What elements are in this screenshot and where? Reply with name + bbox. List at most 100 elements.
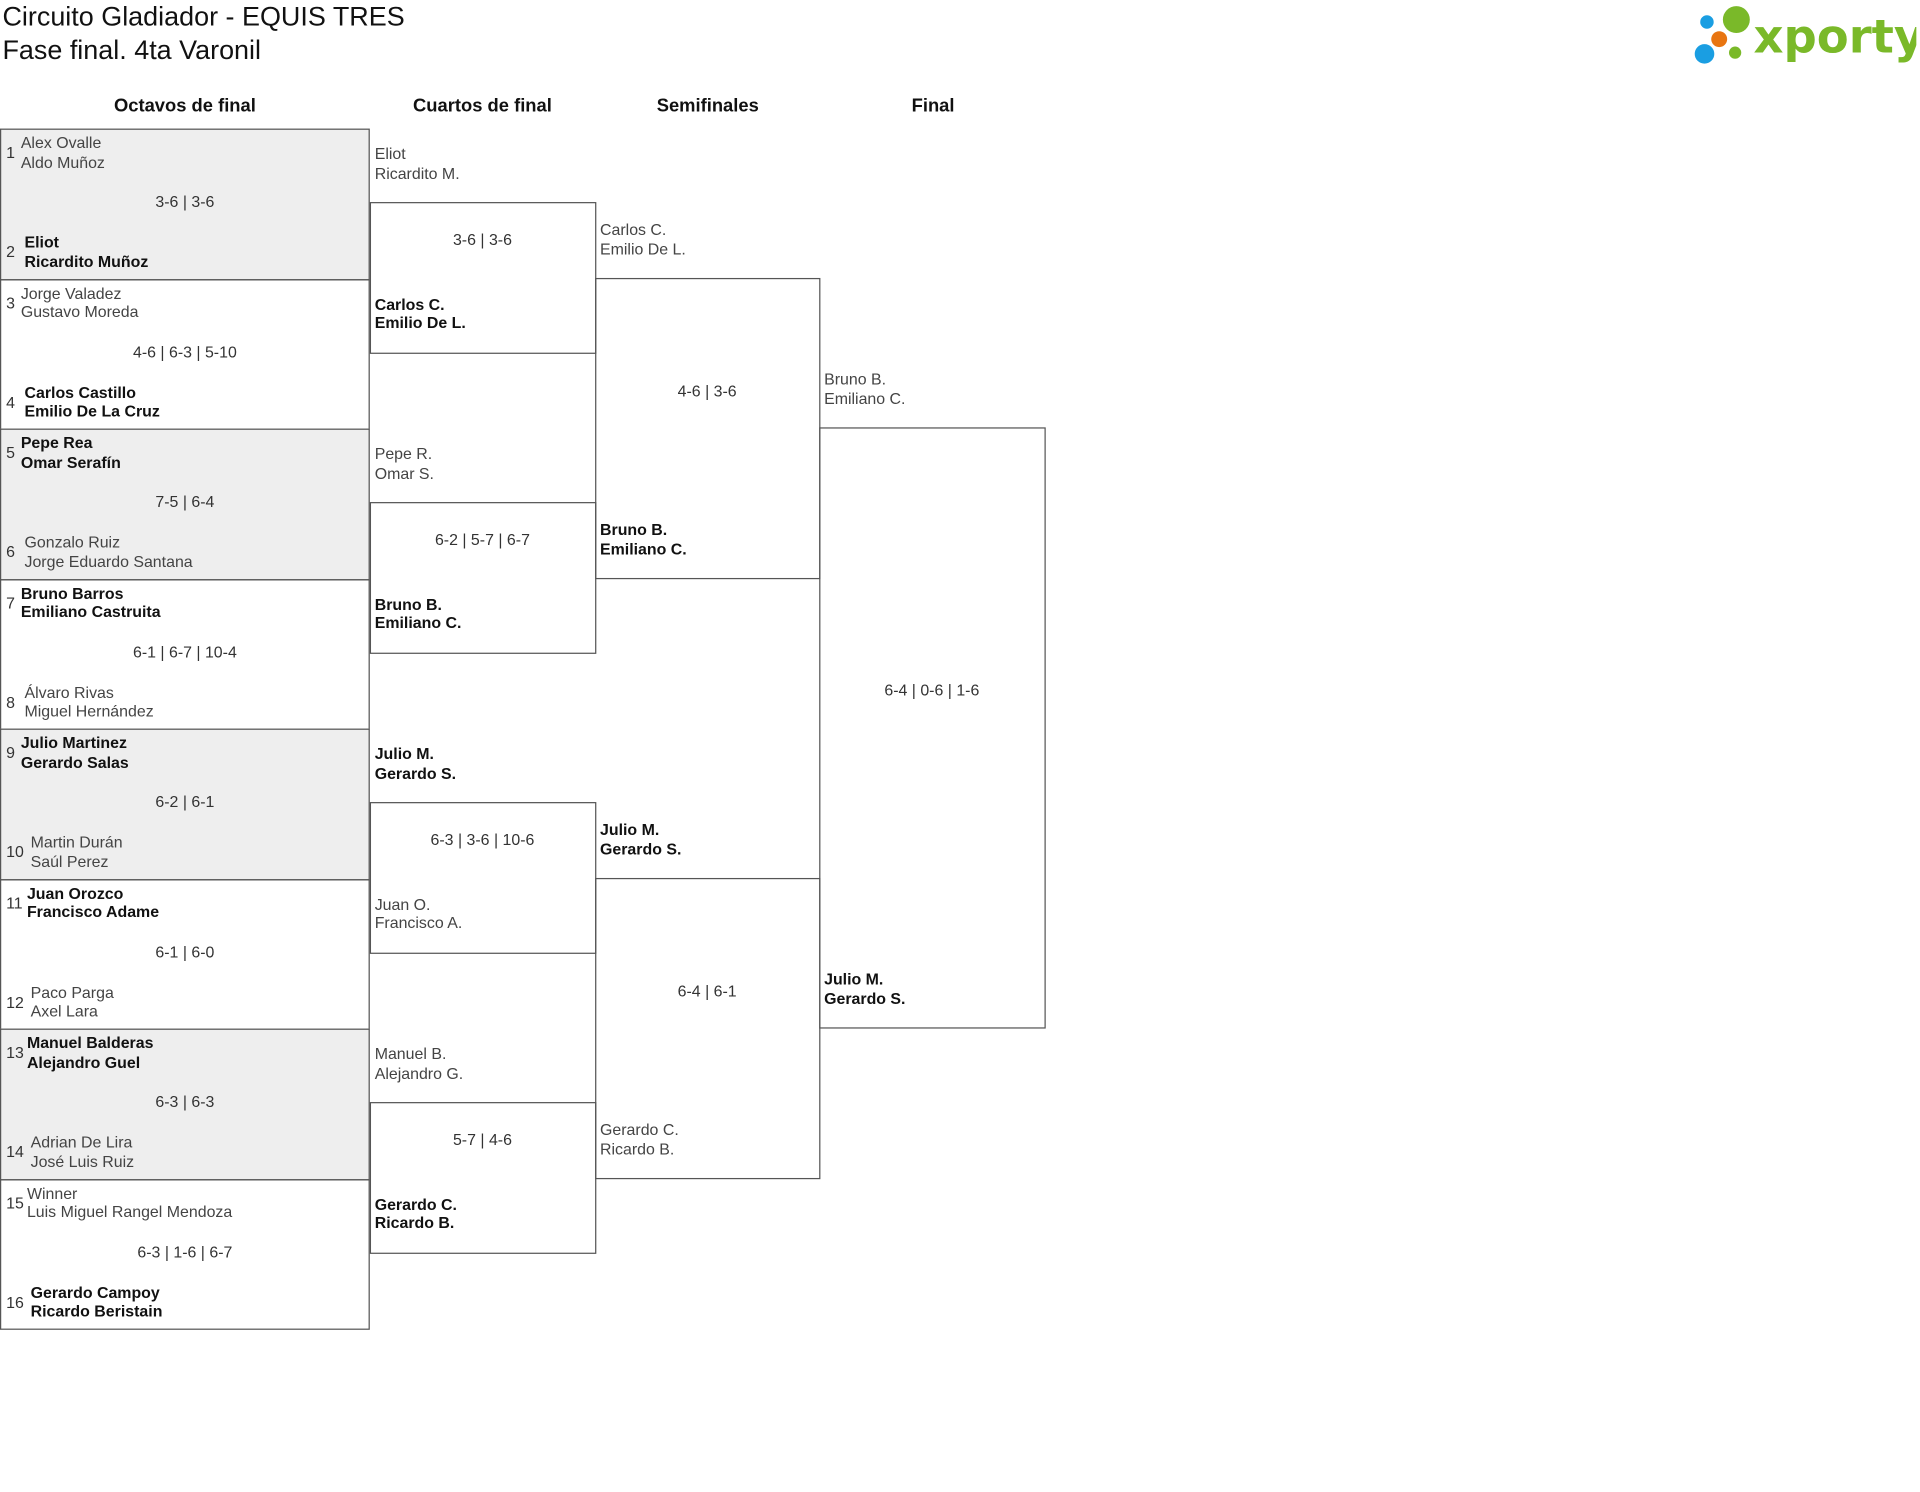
team-top: Bruno B.Emiliano C. [824, 370, 905, 408]
player-name: Álvaro Rivas [24, 682, 114, 702]
team-top-winner: Julio M.Gerardo S. [600, 820, 681, 858]
player-name: Gerardo Salas [20, 752, 129, 771]
player-name: Miguel Hernández [24, 701, 154, 721]
player-name: Alex Ovalle [20, 133, 102, 152]
match-score: 5-7 | 4-6 [452, 1130, 512, 1149]
logo-dot-orange [1711, 31, 1728, 48]
match-score: 6-2 | 5-7 | 6-7 [434, 530, 530, 549]
match-score: 6-3 | 3-6 | 10-6 [430, 830, 535, 849]
player-name: Gerardo S. [374, 763, 457, 782]
player-name: Emiliano Castruita [20, 602, 161, 621]
match-score: 3-6 | 3-6 [452, 230, 512, 249]
player-name: Manuel Balderas [26, 1033, 154, 1052]
player-name: Emilio De La Cruz [24, 401, 160, 421]
player-name: Ricardo B. [374, 1213, 455, 1232]
player-name: Emiliano C. [374, 613, 462, 632]
player-name: Gustavo Moreda [20, 302, 139, 321]
player-name: Juan Orozco [26, 883, 124, 902]
match-box-r16[interactable] [0, 728, 370, 880]
seed-number: 12 [6, 992, 24, 1011]
player-name: Bruno B. [600, 520, 668, 539]
match-score: 4-6 | 6-3 | 5-10 [132, 342, 237, 361]
team-top: Carlos C.Emilio De L. [600, 220, 686, 258]
player-name: Emilio De L. [600, 239, 686, 258]
seed-number: 2 [6, 242, 15, 261]
team-bottom-winner: Bruno B.Emiliano C. [375, 594, 462, 632]
logo-dot-green-large [1722, 6, 1750, 34]
player-name: Jorge Valadez [20, 283, 122, 302]
player-name: Manuel B. [374, 1044, 447, 1063]
xporty-logo: xporty [1694, 6, 1916, 64]
team-top: Manuel B.Alejandro G. [375, 1044, 463, 1082]
player-name: Alejandro Guel [26, 1052, 141, 1071]
player-name: Gerardo C. [600, 1120, 679, 1139]
match-score: 3-6 | 3-6 [155, 192, 215, 211]
player-name: Gerardo Campoy [30, 1282, 160, 1302]
player-name: Pepe R. [374, 444, 433, 463]
match-score: 6-3 | 6-3 [155, 1092, 215, 1111]
seed-number: 5 [6, 443, 15, 462]
player-name: Julio M. [824, 969, 884, 989]
round-header-2: Cuartos de final [413, 95, 552, 117]
match-box-r16[interactable] [0, 428, 370, 580]
seed-number: 13 [6, 1043, 24, 1062]
round-header-3: Semifinales [656, 95, 759, 117]
seed-number: 14 [6, 1142, 24, 1161]
player-name: Paco Parga [30, 982, 114, 1002]
match-box-round-2[interactable] [369, 202, 597, 354]
team-top-winner: Julio M.Gerardo S. [375, 744, 456, 782]
round-header-1: Octavos de final [113, 95, 256, 117]
player-name: Omar Serafín [20, 452, 121, 471]
team-bottom: Juan O.Francisco A. [375, 894, 463, 932]
match-box-r16[interactable] [0, 128, 370, 280]
player-name: Saúl Perez [30, 851, 109, 871]
team-bottom: Gerardo C.Ricardo B. [600, 1120, 679, 1158]
player-name: Carlos C. [600, 220, 667, 239]
player-name: Eliot [24, 232, 59, 252]
seed-number: 7 [6, 593, 15, 612]
player-name: Axel Lara [30, 1001, 98, 1021]
player-name: Ricardito Muñoz [24, 251, 149, 271]
player-name: Julio Martinez [20, 733, 127, 752]
player-name: Francisco A. [374, 913, 463, 932]
match-box-round-4[interactable] [819, 427, 1046, 1029]
player-name: Julio M. [374, 744, 434, 763]
match-box-r16[interactable] [0, 1178, 370, 1330]
player-name: Emiliano C. [600, 539, 687, 558]
page-title: Circuito Gladiador - EQUIS TRES [2, 1, 405, 32]
player-name: Gonzalo Ruiz [24, 532, 121, 552]
logo-wordmark: xporty [1753, 10, 1916, 64]
team-bottom-winner: Carlos C.Emilio De L. [375, 294, 466, 332]
player-name: Julio M. [600, 820, 660, 839]
seed-number: 11 [6, 893, 23, 912]
match-score: 6-4 | 0-6 | 1-6 [884, 680, 980, 700]
match-box-r16[interactable] [0, 1028, 370, 1180]
player-name: Juan O. [374, 894, 431, 913]
match-score: 4-6 | 3-6 [677, 381, 737, 400]
match-box-round-2[interactable] [369, 802, 597, 954]
player-name: Bruno Barros [20, 583, 124, 602]
match-score: 6-1 | 6-0 [155, 942, 215, 961]
player-name: Gerardo C. [374, 1194, 457, 1213]
seed-number: 9 [6, 743, 15, 762]
player-name: Carlos C. [374, 294, 445, 313]
match-score: 6-4 | 6-1 [677, 981, 737, 1000]
player-name: Alejandro G. [374, 1063, 464, 1082]
seed-number: 16 [6, 1292, 24, 1311]
seed-number: 4 [6, 392, 15, 411]
